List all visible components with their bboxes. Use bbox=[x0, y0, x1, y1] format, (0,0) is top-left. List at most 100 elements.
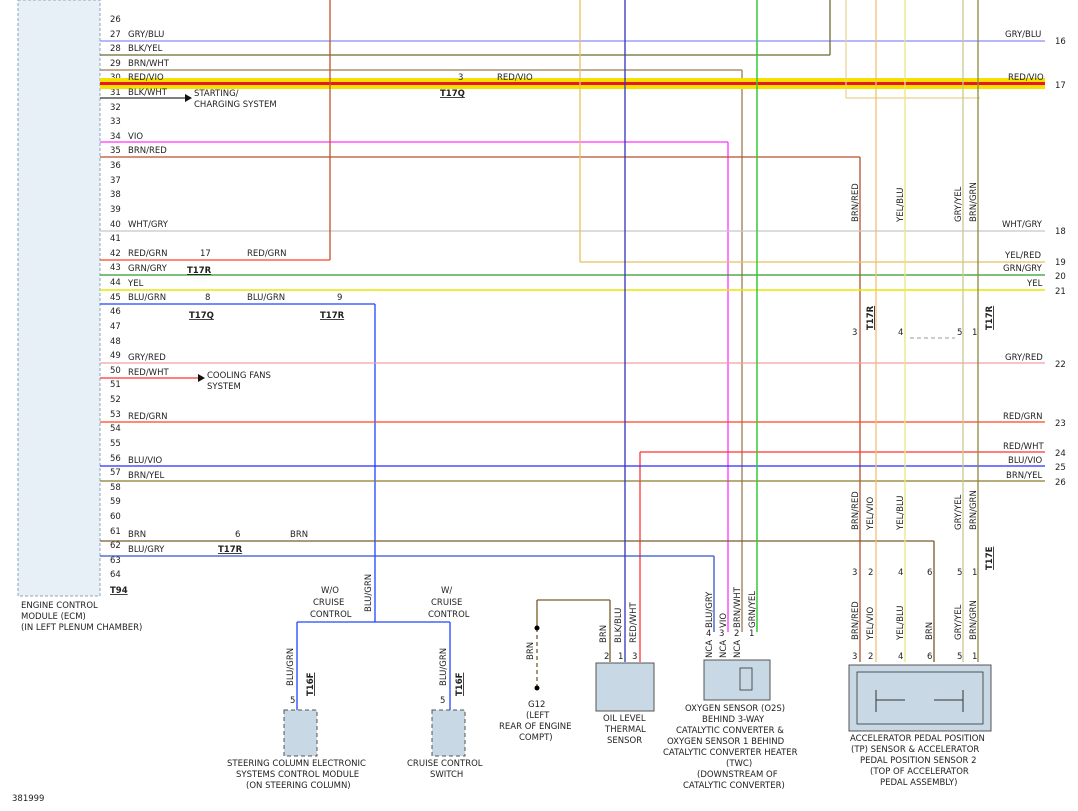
connector-pin: 3 bbox=[458, 73, 463, 83]
vertical-wire-label: GRY/YEL bbox=[954, 494, 964, 530]
vertical-wire-label: BLU/GRN bbox=[286, 648, 296, 686]
component-text: (TOP OF ACCELERATOR bbox=[870, 767, 969, 777]
ecm-pin: 42 bbox=[110, 249, 121, 259]
right-edge-number: 18 bbox=[1055, 227, 1066, 237]
connector-pin: 1 bbox=[972, 652, 977, 662]
connector-pin: 3 bbox=[719, 629, 724, 639]
wire-label: RED/VIO bbox=[128, 73, 164, 83]
vertical-wire-label: BLU/GRN bbox=[439, 648, 449, 686]
right-edge-label: RED/WHT bbox=[1003, 442, 1044, 452]
component-text: W/ bbox=[441, 586, 452, 596]
component-text: SWITCH bbox=[430, 770, 463, 780]
ref-text: STARTING/ bbox=[194, 89, 239, 99]
ecm-pin: 31 bbox=[110, 88, 121, 98]
connector-pin: 9 bbox=[337, 293, 342, 303]
wire-label: BLU/GRN bbox=[128, 293, 166, 303]
ecm-pin: 56 bbox=[110, 454, 121, 464]
vertical-wire-label: NCA bbox=[705, 640, 715, 658]
component-text: PEDAL ASSEMBLY) bbox=[880, 778, 957, 788]
connector-pin: 4 bbox=[898, 652, 903, 662]
vertical-wire-label: BRN/WHT bbox=[733, 586, 743, 628]
connector-label: T17Q bbox=[440, 89, 465, 99]
component-text: (TP) SENSOR & ACCELERATOR bbox=[851, 745, 979, 755]
ecm-pin: 37 bbox=[110, 176, 121, 186]
vertical-wire-label: BRN/GRN bbox=[969, 182, 979, 222]
ecm-pin: 36 bbox=[110, 161, 121, 171]
o2-sensor bbox=[703, 659, 771, 701]
ecm-title-line: MODULE (ECM) bbox=[21, 612, 86, 622]
sensor-inner bbox=[856, 671, 984, 725]
ref-text: COOLING FANS bbox=[207, 371, 271, 381]
ecm-pin: 35 bbox=[110, 146, 121, 156]
right-edge-label: RED/VIO bbox=[1008, 73, 1044, 83]
vertical-wire-label: BLU/GRN bbox=[364, 574, 374, 612]
wire-label: GRY/BLU bbox=[128, 30, 164, 40]
connector-pin: 8 bbox=[205, 293, 210, 303]
connector-pin: 4 bbox=[898, 328, 903, 338]
component-text: REAR OF ENGINE bbox=[499, 722, 572, 732]
component-text: OXYGEN SENSOR (O2S) bbox=[685, 704, 785, 714]
ecm-pin: 46 bbox=[110, 307, 121, 317]
component-text: OXYGEN SENSOR 1 BEHIND bbox=[667, 737, 785, 747]
right-edge-label: GRY/RED bbox=[1005, 353, 1043, 363]
right-edge-label: BLU/VIO bbox=[1008, 456, 1043, 466]
ecm-pin: 34 bbox=[110, 132, 121, 142]
ecm-pin: 55 bbox=[110, 439, 121, 449]
ecm-title-line: ENGINE CONTROL bbox=[21, 601, 98, 611]
right-edge-number: 26 bbox=[1055, 478, 1066, 488]
ecm-module-box bbox=[17, 0, 101, 597]
connector-pin: 5 bbox=[957, 328, 962, 338]
connector-pin: 1 bbox=[749, 629, 754, 639]
vertical-wire-label: GRY/YEL bbox=[954, 604, 964, 640]
ecm-pin: 63 bbox=[110, 556, 121, 566]
vertical-wire-label: BRN/RED bbox=[851, 491, 861, 530]
arrow-icon bbox=[185, 94, 192, 102]
connector-pin: 2 bbox=[734, 629, 739, 639]
connector-label: T17R bbox=[218, 545, 243, 555]
ecm-pin: 41 bbox=[110, 234, 121, 244]
connector-pin: 5 bbox=[957, 652, 962, 662]
ecm-pin: 49 bbox=[110, 351, 121, 361]
right-edge-label: GRY/BLU bbox=[1005, 30, 1041, 40]
vertical-wire-label: NCA bbox=[733, 640, 743, 658]
ground-dot-icon bbox=[534, 685, 540, 691]
connector-label: T17R bbox=[320, 311, 345, 321]
right-edge-number: 24 bbox=[1055, 449, 1066, 459]
component-text: (DOWNSTREAM OF bbox=[697, 770, 778, 780]
ecm-pin: 39 bbox=[110, 205, 121, 215]
vertical-wire-label: BRN bbox=[526, 642, 536, 660]
vertical-wire-label: RED/WHT bbox=[629, 602, 639, 643]
component-text: COMPT) bbox=[519, 733, 553, 743]
component-text: (LEFT bbox=[526, 711, 550, 721]
component-text: CONTROL bbox=[310, 610, 352, 620]
connector-label: T16F bbox=[306, 672, 316, 696]
wire-label: BLU/GRY bbox=[128, 545, 165, 555]
vertical-wire-label: YEL/VIO bbox=[866, 607, 876, 641]
component-text: CATALYTIC CONVERTER) bbox=[683, 781, 785, 791]
wire-label: VIO bbox=[128, 132, 143, 142]
ecm-pin: 52 bbox=[110, 395, 121, 405]
component-text: CRUISE bbox=[431, 598, 462, 608]
connector-pin: 4 bbox=[898, 568, 903, 578]
diagram-id: 381999 bbox=[12, 794, 44, 804]
connector-pin: 2 bbox=[868, 568, 873, 578]
ecm-pin: 54 bbox=[110, 424, 121, 434]
ref-text: CHARGING SYSTEM bbox=[194, 100, 277, 110]
ecm-pin: 58 bbox=[110, 483, 121, 493]
wire-label: BLU/VIO bbox=[128, 456, 163, 466]
ecm-pin: 57 bbox=[110, 468, 121, 478]
ecm-pin: 60 bbox=[110, 512, 121, 522]
ecm-pin: 28 bbox=[110, 44, 121, 54]
ecm-pin: 53 bbox=[110, 410, 121, 420]
component-text: G12 bbox=[528, 700, 545, 710]
accelerator-pedal-sensor bbox=[848, 664, 992, 732]
wire-label: BRN bbox=[290, 530, 308, 540]
wire-label: BRN/WHT bbox=[128, 59, 170, 69]
component-text: THERMAL bbox=[604, 725, 646, 735]
right-edge-number: 16 bbox=[1055, 37, 1066, 47]
right-edge-label: WHT/GRY bbox=[1002, 220, 1043, 230]
right-edge-label: GRN/GRY bbox=[1003, 264, 1043, 274]
connector-label: T16F bbox=[455, 672, 465, 696]
connector-label: T17Q bbox=[189, 311, 214, 321]
